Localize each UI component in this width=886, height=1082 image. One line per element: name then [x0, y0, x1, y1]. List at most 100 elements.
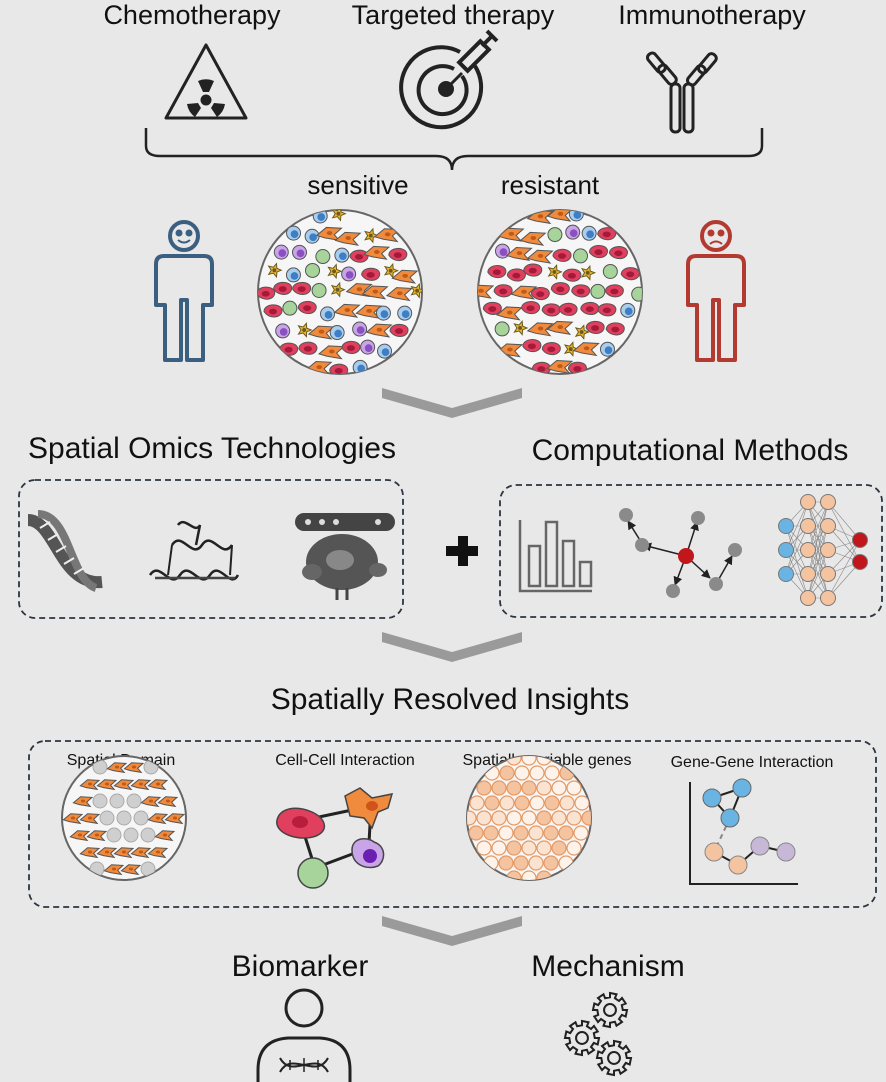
cell [597, 227, 617, 241]
cell [495, 306, 524, 321]
cell [529, 795, 545, 811]
cell [546, 210, 574, 222]
neuron [820, 542, 836, 558]
cell [493, 284, 513, 298]
therapy-label-immunotherapy: Immunotherapy [618, 0, 806, 30]
flow-chevron [382, 916, 522, 946]
cell [605, 322, 625, 336]
cell [361, 285, 389, 300]
edge [827, 501, 861, 563]
cell [320, 306, 336, 322]
cell [334, 231, 362, 246]
cell [329, 325, 345, 341]
cell [298, 341, 318, 355]
cell [506, 780, 522, 796]
neuron [800, 542, 816, 558]
cell [96, 847, 118, 859]
cell [546, 360, 574, 374]
cell [86, 830, 108, 842]
edge [807, 525, 829, 599]
mechanism-label: Mechanism [531, 950, 684, 983]
cell [297, 322, 313, 338]
cell [528, 855, 544, 871]
cell [72, 796, 94, 808]
cell [352, 321, 368, 337]
cell [331, 210, 347, 222]
cell [590, 283, 606, 299]
cell [330, 281, 346, 298]
cell [602, 263, 618, 279]
cell [286, 225, 302, 241]
cell [581, 810, 591, 826]
gene-interaction-icon [689, 778, 798, 885]
cell [541, 342, 561, 356]
cell [109, 793, 125, 809]
cell [573, 248, 589, 264]
cell [388, 247, 408, 261]
cell [279, 342, 299, 356]
cell [361, 267, 381, 281]
cell [544, 795, 560, 811]
cell [304, 228, 320, 244]
cell [397, 305, 413, 321]
cell [585, 320, 605, 334]
cell [521, 840, 537, 856]
neuron [800, 590, 816, 606]
cell [69, 830, 91, 842]
cell [494, 243, 510, 259]
cell [530, 287, 550, 301]
cell [291, 244, 307, 260]
cell [273, 281, 293, 295]
cell [327, 263, 343, 280]
neuron [820, 590, 836, 606]
cell [536, 840, 552, 856]
edge [827, 539, 861, 599]
cell [377, 343, 393, 359]
cell [528, 825, 544, 841]
gears-icon [563, 991, 633, 1077]
cell [282, 300, 298, 316]
edge [807, 501, 829, 575]
cell [258, 286, 276, 300]
radiation-hazard-icon [164, 43, 248, 120]
cell [285, 267, 301, 283]
cell [543, 825, 559, 841]
cell [597, 303, 617, 317]
computational-methods-title: Computational Methods [532, 434, 849, 467]
cell [275, 323, 291, 339]
cell [566, 840, 582, 856]
resistant-label: resistant [501, 170, 600, 200]
cell [79, 847, 101, 859]
cell [498, 825, 514, 841]
cell [147, 813, 169, 825]
cell [315, 226, 343, 241]
plus-icon [446, 536, 478, 566]
cell [99, 810, 115, 826]
cell [79, 813, 101, 825]
cell [469, 795, 485, 811]
flow-chevron [382, 632, 522, 662]
cell [106, 762, 128, 774]
cell [499, 795, 515, 811]
cell [563, 341, 580, 357]
cell [620, 267, 640, 281]
cell [513, 825, 529, 841]
rna-icon [148, 520, 240, 581]
computational-methods-panel [499, 484, 883, 618]
cell [391, 269, 419, 284]
cell [363, 245, 391, 260]
cell [383, 262, 400, 279]
cell [514, 765, 530, 781]
neuron [800, 518, 816, 534]
cell [476, 840, 492, 856]
cell [568, 210, 584, 222]
cell [130, 847, 152, 859]
neuron [852, 532, 868, 548]
cell [92, 793, 108, 809]
insights-panel [28, 740, 877, 908]
neuron [800, 494, 816, 510]
edge [827, 561, 861, 599]
cell [130, 779, 152, 791]
sensitive-patient-icon [154, 220, 214, 362]
gear-hub [603, 1003, 617, 1017]
